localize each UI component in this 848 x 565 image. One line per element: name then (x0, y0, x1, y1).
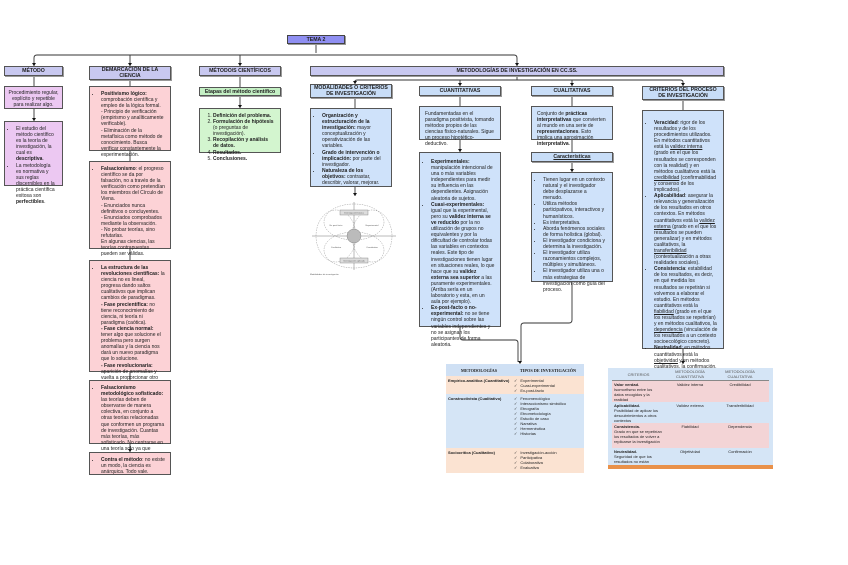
caracteristicas-title: Características (553, 154, 591, 160)
metodo-point: El estudio del método científico es la t… (16, 126, 57, 163)
cualitativas-intro-box: Conjunto de prácticas interpretativas qu… (531, 106, 613, 147)
modalidades-header[interactable]: MODALIDADES O CRITERIOS DE INVESTIGACIÓN (310, 84, 392, 98)
check-icon: ✓ (514, 465, 518, 470)
check-icon: ✓ (514, 401, 518, 406)
table-header: TIPOS DE INVESTIGACIÓN (519, 367, 577, 373)
caracteristica-item: El investigador utiliza razonamientos co… (543, 250, 607, 268)
cualitativas-header[interactable]: CUALITATIVAS (531, 86, 613, 96)
metodologias-title: METODOLOGÍAS DE INVESTIGACIÓN EN CC.SS. (456, 68, 578, 74)
check-icon: ✓ (514, 416, 518, 421)
check-icon: ✓ (514, 460, 518, 465)
criterios-header[interactable]: CRITERIOS DEL PROCESO DE INVESTIGACIÓN (642, 86, 724, 100)
svg-text:Cuantitativa: Cuantitativa (366, 246, 378, 249)
criterios-title: CRITERIOS DEL PROCESO DE INVESTIGACIÓN (649, 87, 717, 99)
cuantitativas-types-box: Experimentales: manipulación intencional… (419, 152, 501, 348)
svg-text:Cualitativa: Cualitativa (331, 246, 342, 249)
table-header: METODOLOGÍAS (460, 367, 498, 373)
table-row: Constructivista (Cualitativo) ✓Fenomenol… (446, 394, 584, 448)
positivismo-box: Positivismo lógico: comprobación científ… (89, 86, 171, 158)
svg-text:Experimental: Experimental (366, 224, 379, 227)
metodo-header[interactable]: MÉTODO (4, 66, 63, 76)
metodo-points-box: El estudio del método científico es la t… (4, 121, 63, 205)
caracteristica-item: Aborda fenómenos sociales de forma holís… (543, 226, 607, 238)
table-header-row: METODOLOGÍAS TIPOS DE INVESTIGACIÓN (446, 364, 584, 376)
cuantitativas-title: CUANTITATIVAS (439, 88, 481, 94)
check-icon: ✓ (514, 406, 518, 411)
caracteristicas-box: Tienen lugar en un contexto natural y el… (531, 172, 613, 293)
check-icon: ✓ (514, 396, 518, 401)
etapas-header[interactable]: Etapas del método científico (199, 87, 281, 96)
svg-text:Investigación aplicada: Investigación aplicada (343, 260, 365, 263)
check-icon: ✓ (514, 421, 518, 426)
etapa-step: Definición del problema. (213, 113, 275, 119)
svg-text:Ex post facto: Ex post facto (330, 224, 343, 227)
svg-text:Investigación básica: Investigación básica (344, 212, 364, 215)
revoluciones-box: La estructura de las revoluciones cientí… (89, 260, 171, 387)
caracteristicas-header[interactable]: Características (531, 152, 613, 162)
check-icon: ✓ (514, 455, 518, 460)
check-icon: ✓ (514, 431, 518, 436)
metodos-cientificos-title: MÉTODO/S CIENTÍFICOS (209, 68, 271, 74)
etapa-step: Formulación de hipótesis (o preguntas de… (213, 119, 275, 137)
check-icon: ✓ (514, 378, 518, 383)
etapa-step: Resultados. (213, 150, 275, 156)
check-icon: ✓ (514, 383, 518, 388)
metodo-definition: Procedimiento regular, explícito y repet… (8, 90, 59, 109)
table-row: Consistencia.Grado en que se repetirían … (612, 423, 769, 448)
table-header: METODOLOGÍA CUANTITATIVA (675, 369, 705, 379)
criterios-box: Veracidad: rigor de los resultados y de … (642, 110, 724, 370)
check-icon: ✓ (514, 450, 518, 455)
table-header: CRITERIOS (627, 371, 650, 377)
etapa-step: Conclusiones. (213, 156, 275, 162)
etapas-box: Definición del problema. Formulación de … (199, 108, 281, 162)
metodologias-table: METODOLOGÍAS TIPOS DE INVESTIGACIÓN Empí… (446, 364, 584, 473)
table-row: Aplicabilidad.Posibilidad de aplicar los… (614, 403, 754, 423)
etapas-title: Etapas del método científico (204, 88, 276, 95)
table-row: Neutralidad.Seguridad de que los resulta… (614, 449, 752, 469)
root-label: TEMA 2 (306, 36, 326, 43)
cuantitativas-intro-box: Fundamentadas en el paradigma positivist… (419, 106, 501, 147)
table-row: Empírico-analítica (Cuantitativo) ✓Exper… (446, 376, 584, 394)
metodologias-header[interactable]: METODOLOGÍAS DE INVESTIGACIÓN EN CC.SS. (310, 66, 724, 76)
contra-metodo-box: Contra el método: no existe un modo, la … (89, 452, 171, 475)
caracteristica-item: Utiliza métodos participativos, interact… (543, 201, 607, 219)
cualitativas-title: CUALITATIVAS (553, 88, 591, 94)
check-icon: ✓ (514, 388, 518, 393)
caracteristica-item: Es interpretativa. (543, 220, 607, 226)
demarcacion-title: DEMARCACIÓN DE LA CIENCIA (101, 67, 159, 79)
root-node-tema[interactable]: TEMA 2 (287, 35, 345, 44)
etapa-step: Recopilación y análisis de datos. (213, 137, 275, 149)
caracteristica-item: Tienen lugar en un contexto natural y el… (543, 177, 607, 201)
check-icon: ✓ (514, 426, 518, 431)
figure-box-top (339, 209, 369, 216)
modalidades-title: MODALIDADES O CRITERIOS DE INVESTIGACIÓN (314, 85, 388, 97)
metodos-cientificos-header[interactable]: MÉTODO/S CIENTÍFICOS (199, 66, 281, 76)
table-row: Valor verdad.Isomorfismo entre los datos… (612, 381, 769, 402)
check-icon: ✓ (514, 411, 518, 416)
modalidades-box: Organización y estructuración de la inve… (310, 108, 392, 187)
figure-center (346, 228, 362, 244)
connector (33, 54, 518, 66)
cuantitativas-header[interactable]: CUANTITATIVAS (419, 86, 501, 96)
svg-text:Modalidades de investigación: Modalidades de investigación (310, 273, 339, 276)
criterios-table: CRITERIOS METODOLOGÍA CUANTITATIVA METOD… (608, 368, 773, 469)
sofisticado-box: Falsacionismo metodológico sofisticado: … (89, 380, 171, 458)
metodo-point: La metodología es normativa y sus reglas… (16, 163, 57, 206)
table-row: Sociocrítica (Cualitativo) ✓Investigació… (446, 448, 584, 473)
modalidades-figure: Investigación básica Investigación aplic… (310, 202, 396, 276)
table-header: METODOLOGÍA CUALITATIVA (725, 369, 755, 379)
demarcacion-header[interactable]: DEMARCACIÓN DE LA CIENCIA (89, 66, 171, 80)
metodo-title: MÉTODO (22, 68, 45, 74)
caracteristica-item: El investigador utiliza una o más estrat… (543, 268, 607, 292)
metodo-definition-box: Procedimiento regular, explícito y repet… (4, 86, 63, 109)
orange-bar (608, 465, 773, 469)
table-header-row: CRITERIOS METODOLOGÍA CUANTITATIVA METOD… (612, 368, 769, 381)
figure-box-bottom (339, 257, 369, 264)
falsacionismo-box: Falsacionismo: el progreso científico se… (89, 161, 171, 257)
caracteristica-item: El investigador condiciona y determina l… (543, 238, 607, 250)
